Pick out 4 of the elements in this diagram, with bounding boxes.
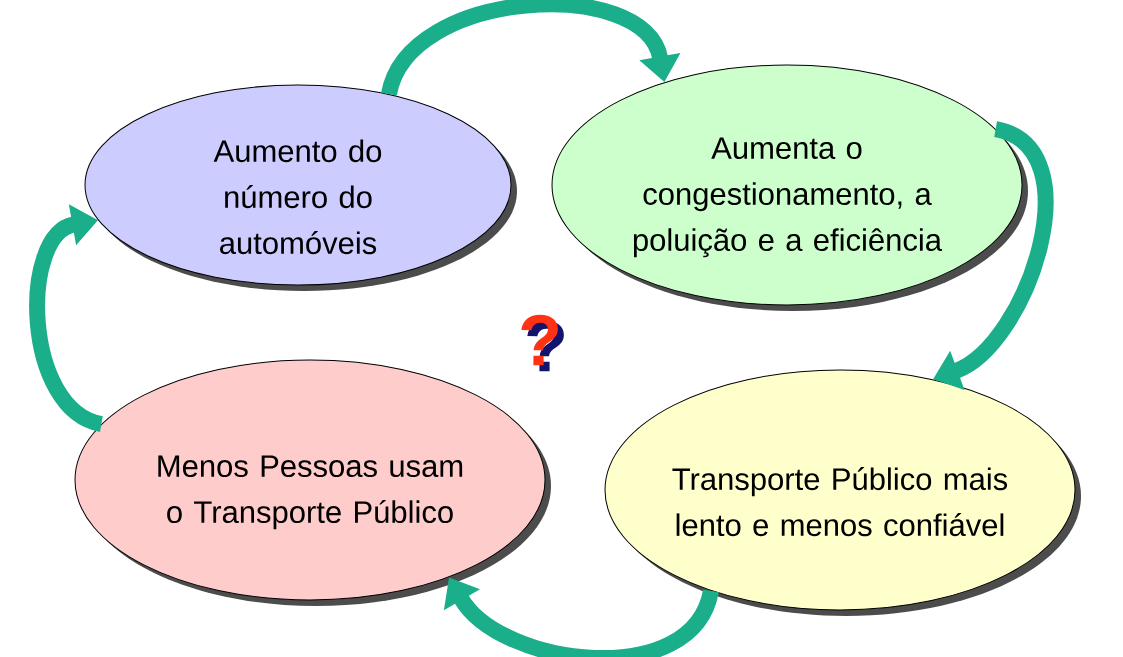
ellipse-node: Aumenta o congestionamento, a poluição e a eficiência: [551, 64, 1028, 311]
ellipse-node: Aumento do número do automóveis: [84, 84, 517, 291]
ellipse-node: Transporte Público mais lento e menos confiável: [604, 369, 1081, 616]
curved-arrow: [381, 0, 681, 97]
